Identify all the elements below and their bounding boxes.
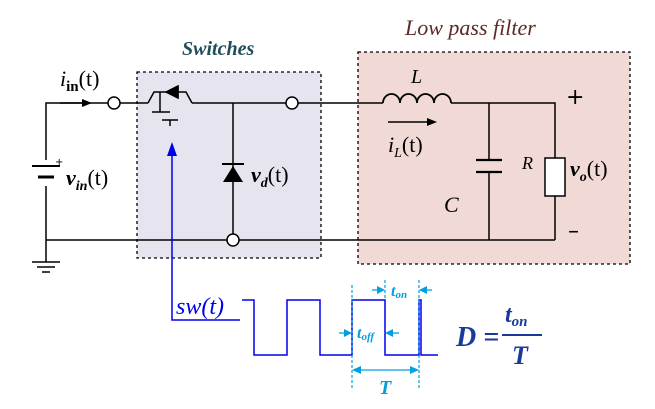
voltage-source: + [32,157,63,186]
source-voltage-label: vin(t) [66,165,108,194]
switches-title: Switches [182,38,254,60]
inductor-current-label: iL(t) [388,132,423,161]
input-terminal [107,96,121,110]
switch-output-terminal [285,96,299,110]
svg-text:+: + [55,157,63,168]
resistor-label: R [521,153,533,173]
period-label: T [379,377,392,399]
output-plus-sign: + [566,85,584,110]
switch-signal-label: sw(t) [176,294,224,320]
duty-denominator: T [512,341,529,370]
inductor-current-arrow [388,118,437,126]
t-on-arrow [372,286,432,294]
input-current-arrow [60,99,92,107]
filter-title: Low pass filter [404,15,536,40]
capacitor-label: C [444,192,459,217]
capacitor-icon [476,158,502,174]
duty-equation-lhs: D = [455,322,499,353]
inductor-label: L [410,66,422,88]
duty-numerator: ton [505,302,528,330]
diode-voltage-label: vd(t) [251,162,289,191]
inductor-icon [382,93,452,104]
ground-node [226,233,240,247]
filter-box [357,51,631,265]
resistor-icon [544,157,566,197]
ground-icon [32,261,60,273]
transistor-switch-icon [147,84,193,126]
pwm-waveform [242,299,438,356]
period-arrow [352,366,419,374]
output-voltage-label: vo(t) [570,156,608,185]
input-current-label: iin(t) [60,66,99,95]
control-signal-line [167,142,240,321]
t-off-label: toff [357,325,375,343]
t-on-label: ton [391,283,407,301]
output-minus-sign: – [568,219,579,244]
t-off-arrow [339,329,399,337]
diode-icon [222,163,244,182]
